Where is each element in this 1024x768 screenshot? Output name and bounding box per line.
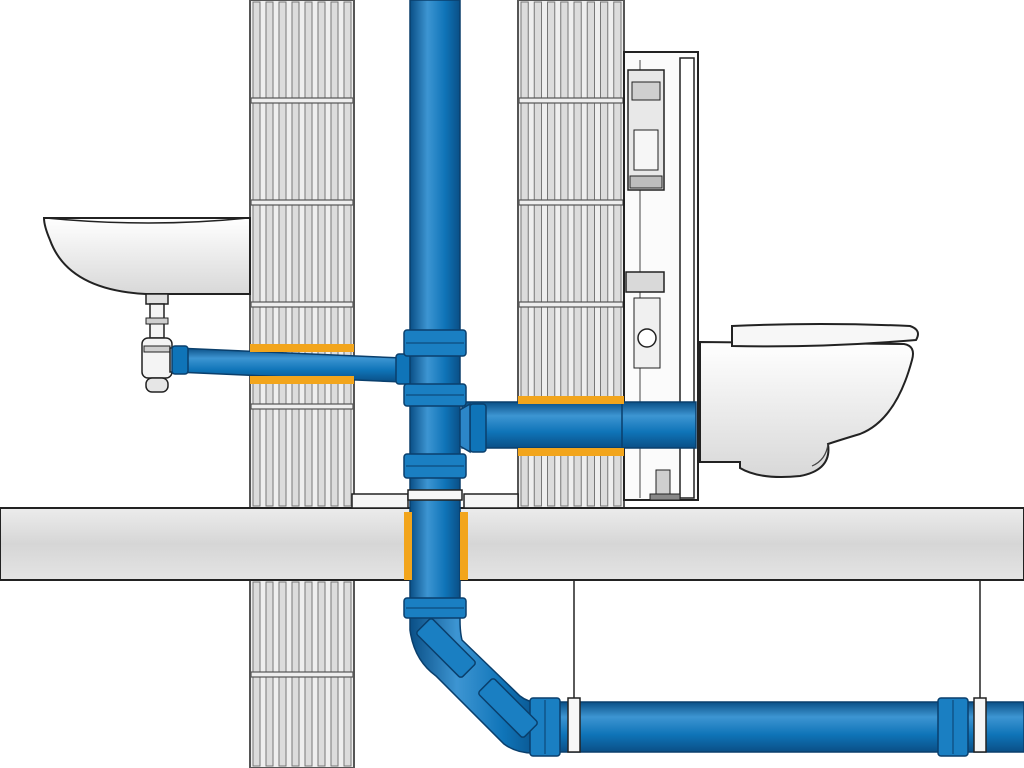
pipe-couplings [403, 329, 969, 757]
stack-clip [407, 489, 463, 501]
wall-slat [330, 1, 339, 507]
insulation-sleeve [404, 512, 412, 580]
wall-slat [252, 1, 261, 507]
wall-course [250, 97, 354, 104]
pipe-clip [973, 697, 987, 753]
wall-course [518, 301, 624, 308]
floor-block [463, 493, 519, 509]
insulation-sleeve [518, 396, 624, 404]
wall-course [250, 403, 354, 410]
wall-left-upper [249, 0, 355, 509]
insulation-sleeve [250, 376, 354, 384]
wall-slat [560, 1, 569, 507]
wall-slat [278, 1, 287, 507]
wall-slat [586, 1, 595, 507]
wall-slat [600, 1, 609, 507]
wall-hung-toilet [699, 323, 919, 478]
wall-course [518, 199, 624, 206]
wall-slat [291, 1, 300, 507]
wall-course [250, 199, 354, 206]
pipe-hangers [407, 489, 987, 753]
wall-slat [343, 1, 352, 507]
elbow-socket [478, 678, 538, 738]
soil-stack [409, 0, 461, 611]
wall-slat [547, 1, 556, 507]
wall-course [518, 97, 624, 104]
washbasin [42, 217, 251, 295]
wall-slat [265, 1, 274, 507]
wall-course [250, 301, 354, 308]
wall-left-lower [249, 579, 355, 768]
wc-connector-pipe [435, 401, 697, 454]
floor-slab [0, 507, 1024, 581]
insulation-sleeve [250, 344, 354, 352]
insulation-sleeve [518, 448, 624, 456]
insulation-sleeves [250, 344, 624, 580]
floor-block [351, 493, 409, 509]
toilet-seat [731, 323, 919, 348]
wall-slat [304, 1, 313, 507]
pipe-clip [567, 697, 581, 753]
wall-slat [533, 1, 542, 507]
wall-slat [613, 1, 622, 507]
elbow-socket [416, 618, 476, 678]
insulation-sleeve [460, 512, 468, 580]
wall-slat [573, 1, 582, 507]
wall-slat [520, 1, 529, 507]
wall-slat [317, 1, 326, 507]
wall-course [250, 671, 354, 678]
